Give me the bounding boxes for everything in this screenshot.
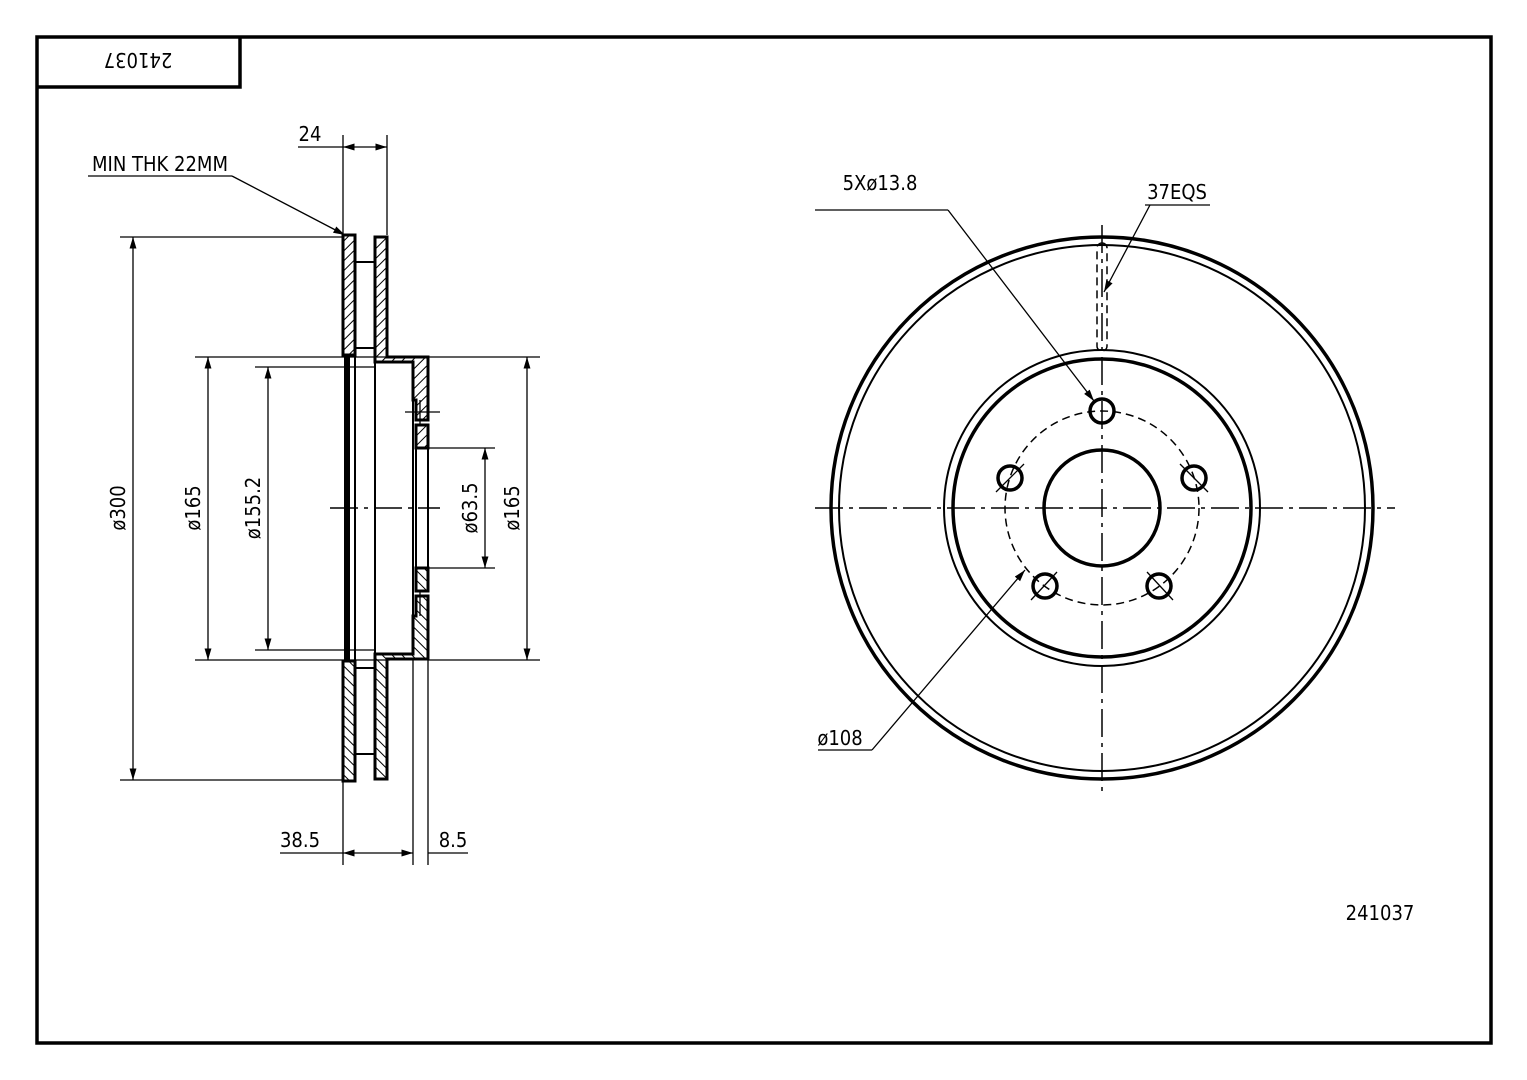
bolt-circle-label: ø108 (817, 726, 862, 750)
dim-inner-diameter: ø155.2 (241, 477, 265, 540)
bolt-holes (995, 397, 1209, 601)
dim-center-bore: ø63.5 (458, 482, 482, 533)
section-half-top (341, 233, 430, 450)
title-part-number: 241037 (104, 48, 173, 72)
front-view: 5Xø13.8 37EQS ø108 (815, 171, 1395, 792)
vents-label: 37EQS (1147, 180, 1207, 204)
bolt-hole (1088, 397, 1116, 425)
dim-outer-diameter: ø300 (106, 485, 130, 530)
dim-hat-diameter: ø165 (181, 485, 205, 530)
min-thickness-note: MIN THK 22MM (92, 152, 228, 176)
dim-thickness: 24 (299, 122, 322, 146)
title-block: 241037 (37, 37, 242, 89)
bolt-hole (1030, 571, 1059, 601)
drawing-frame (35, 35, 1493, 1045)
bolt-hole (1145, 571, 1174, 601)
bolt-hole (1179, 463, 1209, 493)
dim-offset: 38.5 (280, 828, 320, 852)
dim-hat-thickness: 8.5 (439, 828, 468, 852)
bolt-hole (995, 463, 1025, 493)
section-view (330, 233, 440, 783)
bolt-holes-label: 5Xø13.8 (843, 171, 918, 195)
section-dimensions: ø300 ø165 ø155.2 ø63.5 ø165 24 38.5 8.5 … (88, 122, 540, 865)
dim-hat-diameter-right: ø165 (500, 485, 524, 530)
part-number: 241037 (1346, 901, 1415, 925)
